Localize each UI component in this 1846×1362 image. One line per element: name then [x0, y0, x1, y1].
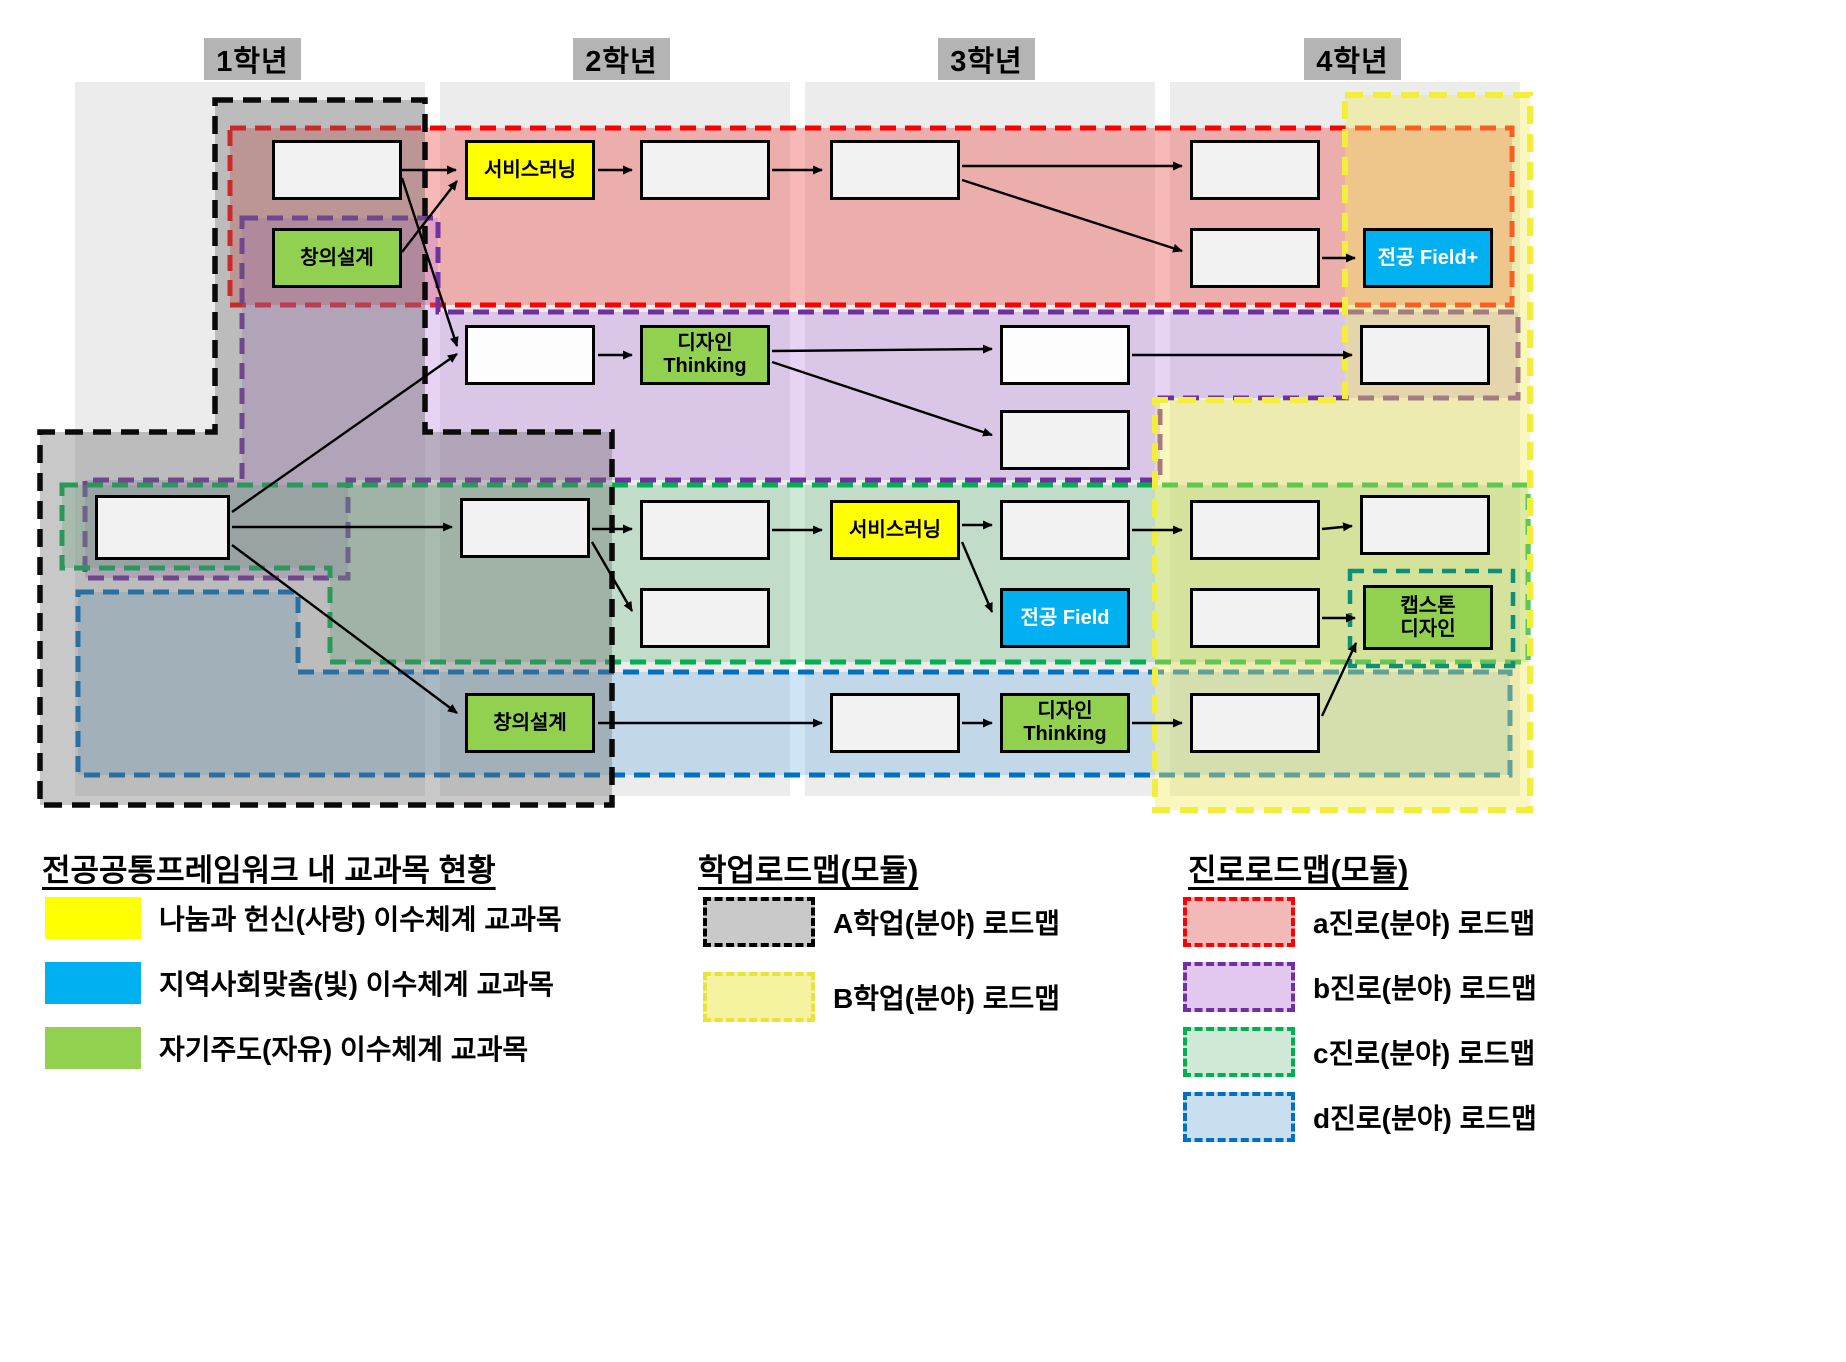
legend-courses-title: 전공공통프레임워크 내 교과목 현황 — [42, 853, 496, 888]
legend-item: A학업(분야) 로드맵 — [703, 897, 1060, 947]
year-label: 4학년 — [1316, 46, 1389, 78]
legend-item-label: d진로(분야) 로드맵 — [1313, 1103, 1537, 1134]
course-box-empty — [460, 498, 590, 558]
legend-item: 자기주도(자유) 이수체계 교과목 — [45, 1027, 528, 1069]
legend-item: b진로(분야) 로드맵 — [1183, 962, 1537, 1012]
legend-academic-title: 학업로드맵(모듈) — [698, 853, 919, 888]
course-box-empty — [1000, 325, 1130, 385]
flow-arrow — [1320, 642, 1358, 717]
year-header-3: 3학년 — [938, 38, 1035, 80]
flow-arrow — [960, 541, 994, 613]
legend-item-label: 자기주도(자유) 이수체계 교과목 — [159, 1034, 529, 1065]
flow-arrow — [401, 180, 458, 253]
legend-swatch-career-b — [1183, 962, 1295, 1012]
flow-arrow — [771, 360, 993, 437]
course-box-empty — [1190, 500, 1320, 560]
legend-item-label: 나눔과 헌신(사랑) 이수체계 교과목 — [159, 904, 562, 935]
flow-arrow — [1321, 522, 1353, 532]
year-header-4: 4학년 — [1304, 38, 1401, 80]
legend-career-title: 진로로드맵(모듈) — [1188, 853, 1409, 888]
course-box-empty — [272, 140, 402, 200]
year-header-1: 1학년 — [204, 38, 301, 80]
course-box-major-field: 전공 Field — [1000, 588, 1130, 648]
flow-arrow — [231, 544, 458, 714]
region-b-career — [82, 215, 1521, 581]
legend-swatch-green — [45, 1027, 141, 1069]
flow-arrow — [231, 353, 458, 513]
course-box-empty — [830, 140, 960, 200]
flow-arrow — [771, 344, 993, 354]
legend-swatch-career-c — [1183, 1027, 1295, 1077]
legend-item-label: b진로(분야) 로드맵 — [1313, 973, 1537, 1004]
course-box-empty — [1190, 228, 1320, 288]
year-header-2: 2학년 — [573, 38, 670, 80]
year-label: 2학년 — [585, 46, 658, 78]
legend-item-label: A학업(분야) 로드맵 — [833, 908, 1060, 939]
course-box-empty — [830, 693, 960, 753]
course-box-major-field-plus: 전공 Field+ — [1363, 228, 1493, 288]
course-box-creative-design-1: 창의설계 — [272, 228, 402, 288]
course-box-empty — [640, 588, 770, 648]
legend-item-label: c진로(분야) 로드맵 — [1313, 1038, 1536, 1069]
year-label: 1학년 — [216, 46, 289, 78]
course-box-empty — [1360, 325, 1490, 385]
legend-item: B학업(분야) 로드맵 — [703, 972, 1060, 1022]
course-box-empty — [1190, 588, 1320, 648]
legend-item: a진로(분야) 로드맵 — [1183, 897, 1535, 947]
legend-item-label: B학업(분야) 로드맵 — [833, 983, 1060, 1014]
course-box-empty — [1190, 140, 1320, 200]
course-box-empty — [1000, 500, 1130, 560]
course-box-empty — [95, 495, 230, 560]
course-box-empty — [465, 325, 595, 385]
legend-swatch-career-d — [1183, 1092, 1295, 1142]
course-box-empty — [1190, 693, 1320, 753]
column-band-year1 — [75, 82, 425, 796]
legend-item: 나눔과 헌신(사랑) 이수체계 교과목 — [45, 897, 562, 939]
flow-arrow — [400, 177, 459, 347]
legend-item: d진로(분야) 로드맵 — [1183, 1092, 1537, 1142]
year-label: 3학년 — [950, 46, 1023, 78]
legend-item: 지역사회맞춤(빛) 이수체계 교과목 — [45, 962, 554, 1004]
flow-arrow — [590, 541, 634, 612]
course-box-service-learning-2: 서비스러닝 — [830, 500, 960, 560]
course-box-design-thinking-1: 디자인 Thinking — [640, 325, 770, 385]
course-box-service-learning-1: 서비스러닝 — [465, 140, 595, 200]
legend-swatch-career-a — [1183, 897, 1295, 947]
course-box-empty — [1360, 495, 1490, 555]
course-box-creative-design-2: 창의설계 — [465, 693, 595, 753]
column-band-year2 — [440, 82, 790, 796]
course-box-empty — [640, 500, 770, 560]
legend-item-label: 지역사회맞춤(빛) 이수체계 교과목 — [159, 969, 554, 1000]
legend-swatch-blue — [45, 962, 141, 1004]
legend-swatch-academic-a — [703, 897, 815, 947]
region-a-academic — [37, 97, 615, 808]
course-box-capstone-design: 캡스톤 디자인 — [1363, 585, 1493, 650]
flow-arrow — [961, 178, 1183, 253]
legend-swatch-yellow — [45, 897, 141, 939]
course-box-empty — [1000, 410, 1130, 470]
flow-arrows — [231, 161, 1358, 728]
course-box-design-thinking-2: 디자인 Thinking — [1000, 693, 1130, 753]
legend-item-label: a진로(분야) 로드맵 — [1313, 908, 1536, 939]
legend-swatch-academic-b — [703, 972, 815, 1022]
course-box-empty — [640, 140, 770, 200]
legend-item: c진로(분야) 로드맵 — [1183, 1027, 1535, 1077]
